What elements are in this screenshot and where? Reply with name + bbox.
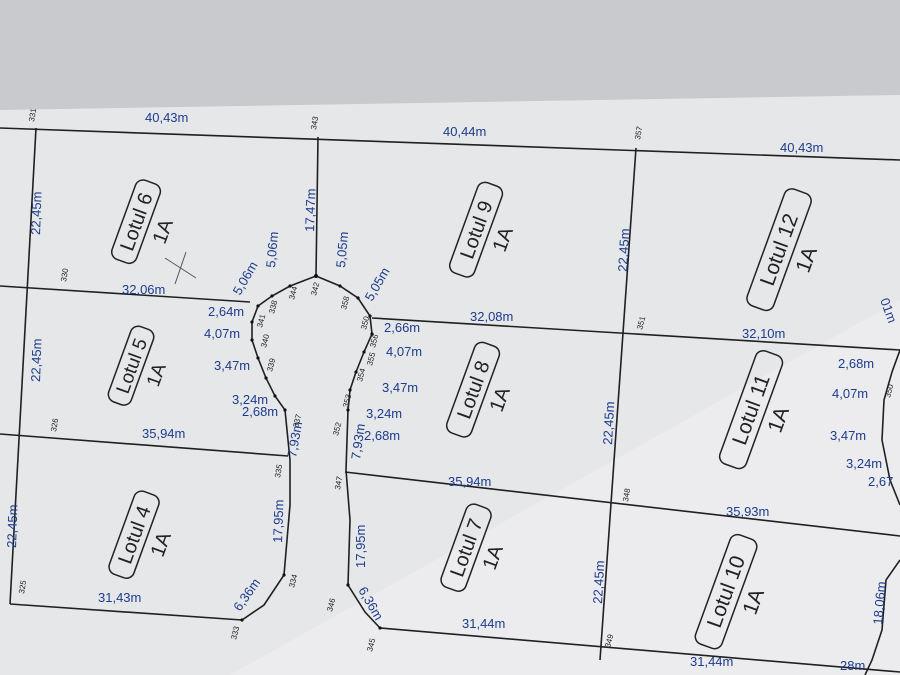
point-label: 356 xyxy=(368,333,380,349)
point-label: 335 xyxy=(273,463,284,478)
dimension-label: 35,93m xyxy=(726,504,769,519)
point-label: 358 xyxy=(339,295,351,311)
point-label: 325 xyxy=(17,579,28,594)
dimension-label: 32,10m xyxy=(742,326,785,341)
dimension-label: 17,95m xyxy=(353,525,368,568)
point-label: 344 xyxy=(287,285,299,301)
dimension-label: 31,44m xyxy=(690,654,733,669)
point-numbers: 331 343 357 330 342 344 338 341 340 339 … xyxy=(17,107,895,652)
point-label: 348 xyxy=(621,487,632,502)
dimension-label: 2,68m xyxy=(838,356,874,371)
point-label: 357 xyxy=(633,125,644,140)
point-label: 337 xyxy=(291,413,303,429)
point-label: 341 xyxy=(255,313,267,329)
point-label: 350 xyxy=(883,383,895,399)
dimension-label: 18,06m xyxy=(870,581,889,626)
point-label: 347 xyxy=(333,475,344,490)
paper-shadow xyxy=(0,0,900,110)
dimension-label: 22,45m xyxy=(590,560,607,604)
dimension-label: 7,93m xyxy=(348,423,368,461)
dimension-label: 4,07m xyxy=(386,344,422,359)
point-label: 355 xyxy=(365,351,377,367)
dimension-label: 28m xyxy=(840,658,865,673)
point-label: 326 xyxy=(49,417,60,432)
point-label: 354 xyxy=(355,367,367,383)
dimension-label: 3,47m xyxy=(214,358,250,373)
dimension-label: 2,68m xyxy=(364,428,400,443)
point-label: 343 xyxy=(309,115,320,130)
centroid-marker xyxy=(164,251,197,285)
dimension-label: 17,47m xyxy=(302,188,319,232)
point-label: 334 xyxy=(287,573,299,589)
dimension-label: 5,05m xyxy=(333,231,351,268)
point-label: 333 xyxy=(229,625,241,641)
point-label: 353 xyxy=(341,393,353,409)
point-label: 346 xyxy=(325,597,337,613)
dimension-label: 40,43m xyxy=(780,140,823,155)
dimension-label: 4,07m xyxy=(204,326,240,341)
dimension-label: 31,43m xyxy=(98,590,141,605)
dimension-label: 3,47m xyxy=(830,428,866,443)
point-label: 349 xyxy=(603,633,615,649)
dimension-label: 31,44m xyxy=(462,616,505,631)
dimension-label: 4,07m xyxy=(832,386,868,401)
dimension-label: 2,67 xyxy=(868,474,893,489)
dimension-label: 32,06m xyxy=(122,282,165,297)
point-label: 352 xyxy=(331,421,343,437)
point-label: 350 xyxy=(359,315,371,331)
point-label: 351 xyxy=(635,315,647,331)
point-label: 339 xyxy=(265,357,277,373)
dimension-label: 35,94m xyxy=(448,474,491,489)
dimension-label: 2,64m xyxy=(208,304,244,319)
dimension-label: 40,43m xyxy=(145,110,188,125)
dimension-label: 7,93m xyxy=(284,420,305,458)
point-label: 340 xyxy=(259,333,271,349)
point-label: 330 xyxy=(59,267,70,282)
dimension-label: 3,24m xyxy=(366,406,402,421)
dimension-label: 17,95m xyxy=(270,499,287,543)
dimension-label: 2,68m xyxy=(242,404,278,419)
dimension-label: 22,45m xyxy=(28,191,45,235)
dimension-label: 2,66m xyxy=(384,320,420,335)
dimension-label: 22,45m xyxy=(600,401,617,445)
dimension-label: 3,24m xyxy=(232,392,268,407)
dimension-label: 32,08m xyxy=(470,309,513,324)
dimension-label: 5,06m xyxy=(263,231,281,268)
dimension-label: 22,45m xyxy=(615,228,632,272)
point-label: 338 xyxy=(267,299,279,315)
point-label: 331 xyxy=(27,107,38,122)
point-label: 342 xyxy=(309,281,321,297)
vertex-points xyxy=(240,274,382,630)
dimension-label: 22,45m xyxy=(28,338,45,382)
dimension-label: 3,47m xyxy=(382,380,418,395)
dimension-label: 40,44m xyxy=(443,124,486,139)
dimension-label: 22,45m xyxy=(4,504,21,548)
dimension-label: 35,94m xyxy=(142,426,185,441)
paper-fold xyxy=(230,300,900,675)
point-label: 345 xyxy=(365,637,377,653)
dimension-label: 3,24m xyxy=(846,456,882,471)
